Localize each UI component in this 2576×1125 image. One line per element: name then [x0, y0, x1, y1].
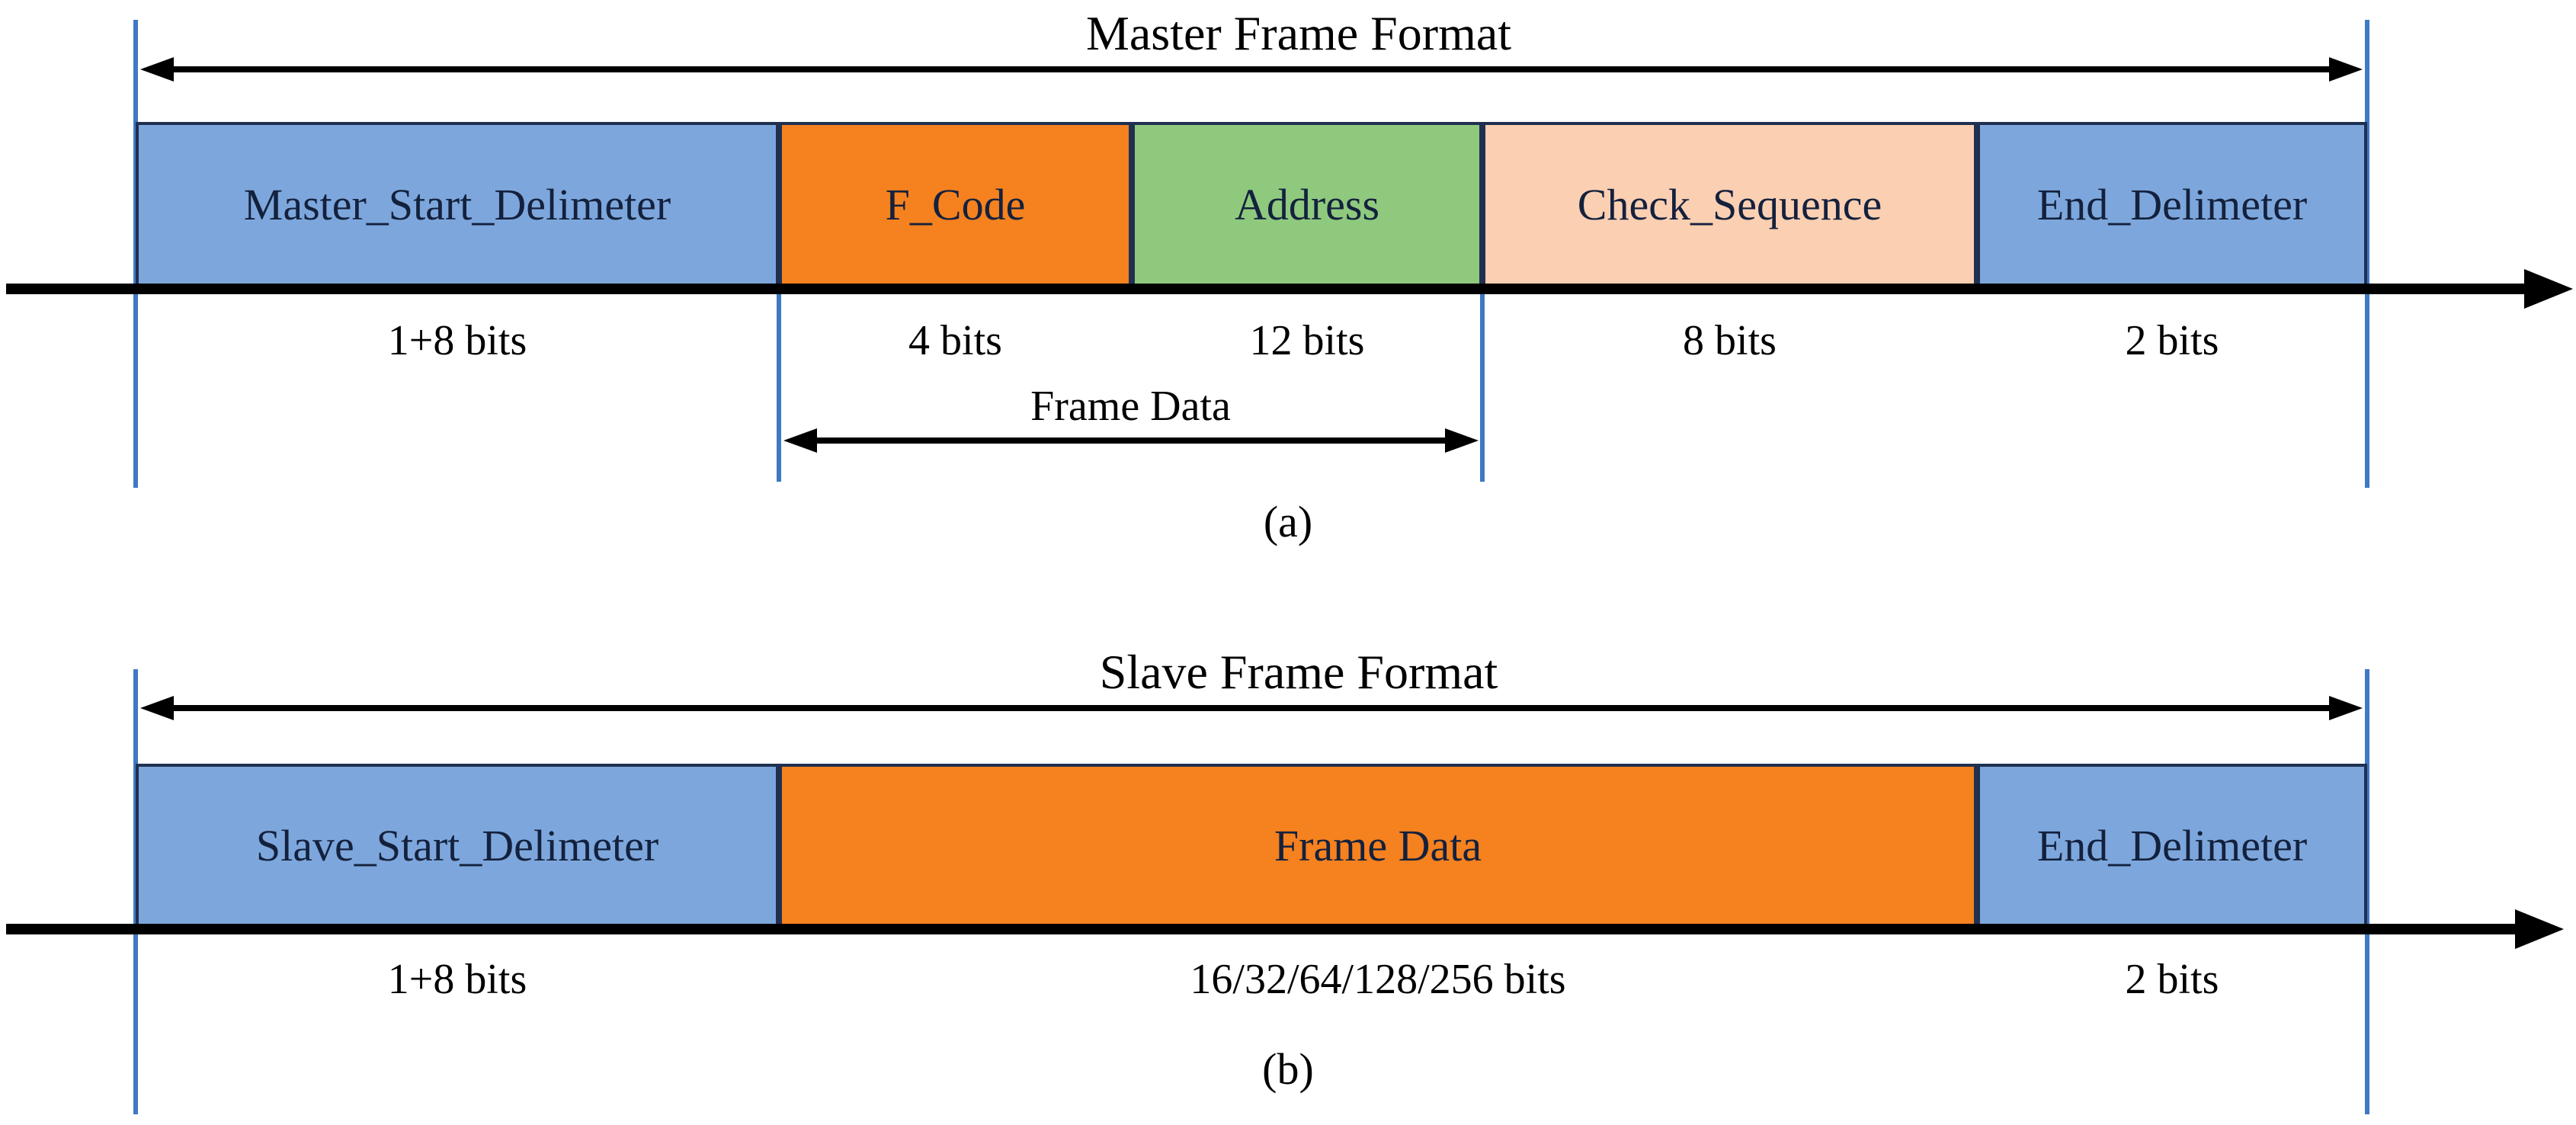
- segment-box-end-delimeter-a: End_Delimeter: [1977, 122, 2367, 287]
- arrow-left-head-icon: [140, 57, 174, 82]
- segment-box-master-start-delimeter: Master_Start_Delimeter: [136, 122, 779, 287]
- segment-box-check-sequence: Check_Sequence: [1482, 122, 1977, 287]
- segment-label: Slave_Start_Delimeter: [255, 820, 659, 870]
- panel-a-caption: (a): [1263, 497, 1313, 546]
- bits-label-end-delimeter-a: 2 bits: [2125, 317, 2219, 364]
- arrow-right-head-icon: [2329, 696, 2363, 720]
- panel-a-axis-arrowhead-icon: [2524, 269, 2573, 309]
- segment-box-f-code: F_Code: [779, 122, 1132, 287]
- bits-label-slave-start: 1+8 bits: [387, 956, 527, 1003]
- bits-label-master-start: 1+8 bits: [387, 317, 527, 364]
- panel-b-axis-arrowhead-icon: [2515, 909, 2564, 949]
- frame-data-span-arrow: [783, 427, 1479, 454]
- bits-label-f-code: 4 bits: [908, 317, 1002, 364]
- segment-box-slave-start-delimeter: Slave_Start_Delimeter: [136, 764, 779, 927]
- panel-a-timeline-axis: [6, 284, 2527, 294]
- bits-label-end-delimeter-b: 2 bits: [2125, 956, 2219, 1003]
- panel-b-right-guide-line: [2365, 669, 2369, 1114]
- panel-a-right-guide-line: [2365, 20, 2369, 488]
- bits-label-check-sequence: 8 bits: [1683, 317, 1777, 364]
- segment-box-end-delimeter-b: End_Delimeter: [1977, 764, 2367, 927]
- segment-box-frame-data: Frame Data: [779, 764, 1977, 927]
- segment-box-address: Address: [1132, 122, 1482, 287]
- bits-label-address: 12 bits: [1249, 317, 1365, 364]
- frame-data-span-label: Frame Data: [1030, 383, 1231, 430]
- segment-label: Master_Start_Delimeter: [243, 179, 671, 229]
- arrow-shaft: [172, 66, 2331, 72]
- arrow-right-head-icon: [2329, 57, 2363, 82]
- panel-b-caption: (b): [1262, 1044, 1314, 1094]
- frame-data-left-guide-line: [777, 294, 781, 482]
- panel-b-span-arrow: [140, 694, 2363, 722]
- arrow-left-head-icon: [783, 428, 817, 453]
- arrow-left-head-icon: [140, 696, 174, 720]
- segment-label: End_Delimeter: [2036, 179, 2308, 229]
- arrow-shaft: [815, 438, 1447, 444]
- panel-a-span-arrow: [140, 56, 2363, 83]
- panel-b-title: Slave Frame Format: [1099, 645, 1498, 699]
- arrow-right-head-icon: [1445, 428, 1479, 453]
- segment-label: Address: [1234, 179, 1380, 229]
- panel-b-timeline-axis: [6, 924, 2518, 934]
- frame-data-right-guide-line: [1480, 294, 1485, 482]
- bits-label-frame-data: 16/32/64/128/256 bits: [1190, 956, 1566, 1003]
- arrow-shaft: [172, 705, 2331, 711]
- segment-label: Check_Sequence: [1577, 179, 1882, 229]
- segment-label: Frame Data: [1274, 820, 1482, 870]
- segment-label: End_Delimeter: [2036, 820, 2308, 870]
- panel-a-title: Master Frame Format: [1085, 6, 1512, 60]
- segment-label: F_Code: [885, 179, 1026, 229]
